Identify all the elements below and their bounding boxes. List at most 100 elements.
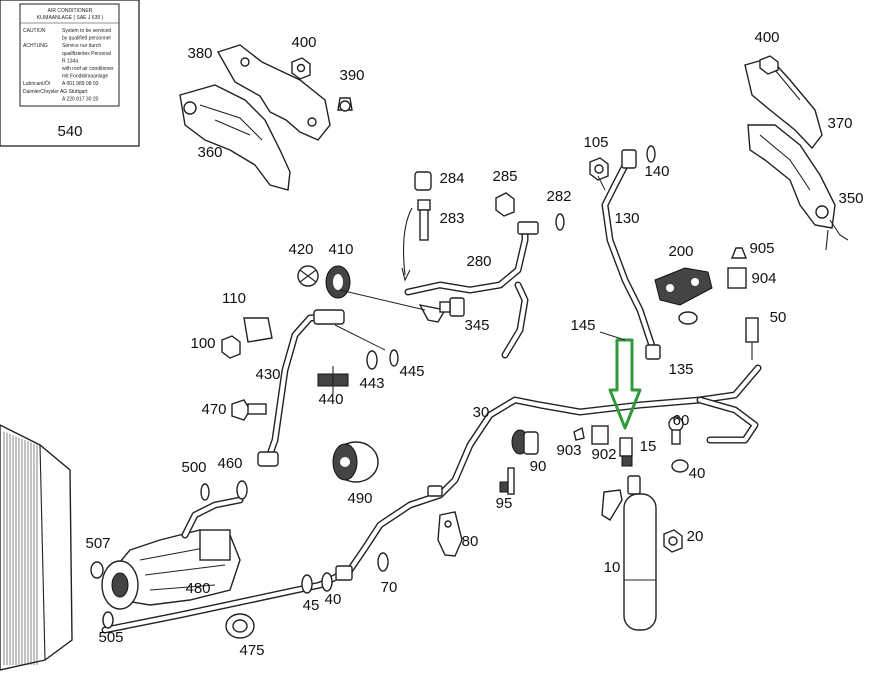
bracket-right	[744, 57, 849, 251]
callout-480: 480	[185, 580, 210, 597]
leader-lines	[334, 175, 626, 351]
clamp-110	[243, 317, 273, 343]
compressor-480	[101, 529, 241, 610]
callout-285: 285	[492, 168, 517, 185]
part-60	[668, 416, 684, 445]
callout-283: 283	[439, 210, 464, 227]
callout-40: 40	[325, 591, 342, 608]
oring-45	[301, 574, 313, 594]
callout-10: 10	[604, 559, 621, 576]
pipe-500	[181, 496, 244, 539]
grommet-410	[325, 265, 351, 299]
callout-905: 905	[749, 240, 774, 257]
valve-440	[317, 366, 349, 394]
callout-135: 135	[668, 361, 693, 378]
condenser	[0, 424, 73, 671]
callout-400: 400	[291, 34, 316, 51]
bolt-95	[499, 467, 515, 495]
callout-345: 345	[464, 317, 489, 334]
callout-490: 490	[347, 490, 372, 507]
bracket-80	[437, 511, 463, 557]
plate-row-right: R 134a	[62, 58, 78, 64]
callout-380: 380	[187, 45, 212, 62]
part-90	[511, 429, 539, 455]
callout-445: 445	[399, 363, 424, 380]
oring-505	[102, 611, 114, 629]
receiver-drier-10	[601, 475, 657, 631]
plate-row-right: with roof air conditioner	[62, 66, 114, 72]
connector-902	[591, 425, 609, 445]
callout-350: 350	[838, 190, 863, 207]
plate-row-right: by qualified personnel	[62, 36, 111, 42]
callout-390: 390	[339, 67, 364, 84]
valve-284	[414, 171, 432, 191]
pipe-280	[404, 221, 539, 359]
oring-445	[389, 349, 399, 367]
plug-903	[573, 426, 585, 441]
nut-285	[495, 192, 515, 217]
pipe-430	[257, 309, 345, 467]
callout-95: 95	[496, 495, 513, 512]
callout-140: 140	[644, 163, 669, 180]
callout-420: 420	[288, 241, 313, 258]
bolt-470	[231, 399, 267, 421]
plate-row-right: mit Fondklimaanlage	[62, 74, 108, 80]
sensor-905	[730, 247, 748, 259]
callout-50: 50	[770, 309, 787, 326]
callout-430: 430	[255, 366, 280, 383]
plate-row-right: qualifiziertes Personal	[62, 51, 111, 57]
oring-443	[366, 350, 378, 370]
switch-50	[745, 317, 759, 360]
oring-40-right	[671, 459, 689, 473]
callout-360: 360	[197, 144, 222, 161]
callout-20: 20	[687, 528, 704, 545]
pipe-130	[601, 149, 661, 360]
callout-90: 90	[530, 458, 547, 475]
nut-400-right	[759, 55, 779, 75]
plate-row-right: A 001 989 08 03	[62, 81, 99, 87]
callout-284: 284	[439, 170, 464, 187]
highlight-arrow	[608, 338, 642, 430]
valve-283	[401, 199, 431, 282]
callout-443: 443	[359, 375, 384, 392]
callout-904: 904	[751, 270, 776, 287]
connector-904	[727, 267, 747, 289]
nut-20	[663, 529, 683, 553]
callout-200: 200	[668, 243, 693, 260]
plate-row-right: Service nur durch	[62, 43, 101, 49]
callout-80: 80	[462, 533, 479, 550]
bolt-345	[439, 297, 465, 317]
callout-45: 45	[303, 597, 320, 614]
nut-400-left	[291, 57, 311, 80]
oring-70	[377, 552, 389, 572]
plate-part-number: 540	[57, 123, 82, 140]
callout-475: 475	[239, 642, 264, 659]
callout-110: 110	[222, 290, 246, 307]
pipe-30	[101, 364, 762, 634]
plate-row-left: CAUTION	[23, 28, 46, 34]
callout-460: 460	[217, 455, 242, 472]
callout-282: 282	[546, 188, 571, 205]
oring-500	[200, 483, 210, 501]
oring-40-bottom	[321, 572, 333, 592]
oring-460	[236, 480, 248, 500]
callout-370: 370	[827, 115, 852, 132]
callout-70: 70	[381, 579, 398, 596]
callout-505: 505	[98, 629, 123, 646]
nut-105	[589, 157, 609, 181]
callout-440: 440	[318, 391, 343, 408]
callout-903: 903	[556, 442, 581, 459]
plate-row-left: DaimlerChrysler AG Stuttgart	[23, 89, 88, 95]
bracket-left	[179, 44, 331, 191]
callout-30: 30	[473, 404, 490, 421]
callout-410: 410	[328, 241, 353, 258]
plate-row-left: Lubricant/Öl	[23, 80, 50, 87]
callout-15: 15	[640, 438, 657, 455]
bolt-390	[337, 97, 353, 112]
callout-280: 280	[466, 253, 491, 270]
callout-470: 470	[201, 401, 226, 418]
clamp-475	[225, 613, 255, 639]
callout-130: 130	[614, 210, 639, 227]
callout-145: 145	[570, 317, 595, 334]
